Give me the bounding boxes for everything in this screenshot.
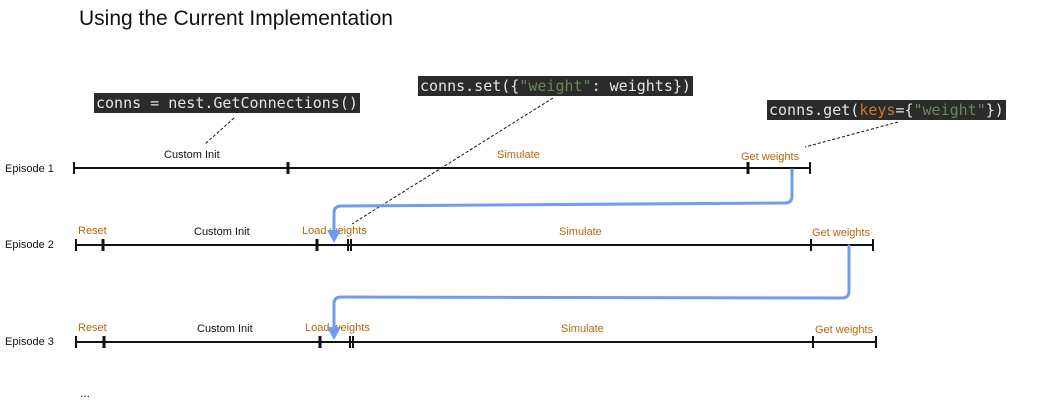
episode-3-label: Episode 3 [5,336,54,348]
get-weights-string: "weight" [913,101,986,119]
episode-1-label: Episode 1 [5,163,54,175]
callout-line-set-weights [351,97,554,225]
episode-1-init-label: Custom Init [164,149,220,161]
transfer-arrow-2-to-3 [332,244,851,334]
episode-1-simulate-label: Simulate [497,149,540,161]
episode-1-timeline [73,162,811,174]
get-weights-code: conns.get(keys={"weight"}) [767,100,1006,120]
transfer-arrowhead-2-to-3 [327,327,341,340]
episode-3-simulate-label: Simulate [561,323,604,335]
callout-line-get-weights [804,121,899,148]
get-weights-post: }) [985,101,1004,119]
set-weights-string: "weight" [519,77,592,95]
episode-2-simulate-label: Simulate [559,226,602,238]
episode-3-get-label: Get weights [815,324,874,336]
episode-3-init-label: Custom Init [197,323,253,335]
episode-3-reset-label: Reset [78,322,107,334]
set-weights-code: conns.set({"weight": weights}) [418,76,693,96]
set-weights-post: : weights}) [591,77,691,95]
episode-2-get-label: Get weights [812,227,871,239]
episode-1-get-label: Get weights [741,151,800,163]
transfer-arrowhead-1-to-2 [327,230,341,243]
callout-line-get-connections [204,117,235,145]
get-weights-pre: conns.get( [769,101,860,119]
episode-2-init-label: Custom Init [194,226,250,238]
transfer-arrow-1-to-2 [332,168,794,238]
episode-2-timeline [75,239,874,251]
set-weights-pre: conns.set({ [420,77,520,95]
continuation-ellipsis: ... [80,386,91,400]
get-connections-text: conns = nest.GetConnections() [96,94,358,112]
get-connections-code: conns = nest.GetConnections() [94,93,360,113]
get-weights-mid: ={ [895,101,914,119]
page-title: Using the Current Implementation [79,7,393,30]
episode-2-reset-label: Reset [78,225,107,237]
episode-2-label: Episode 2 [5,239,54,251]
episode-3-timeline [75,336,877,348]
get-weights-keyword: keys [859,101,896,119]
